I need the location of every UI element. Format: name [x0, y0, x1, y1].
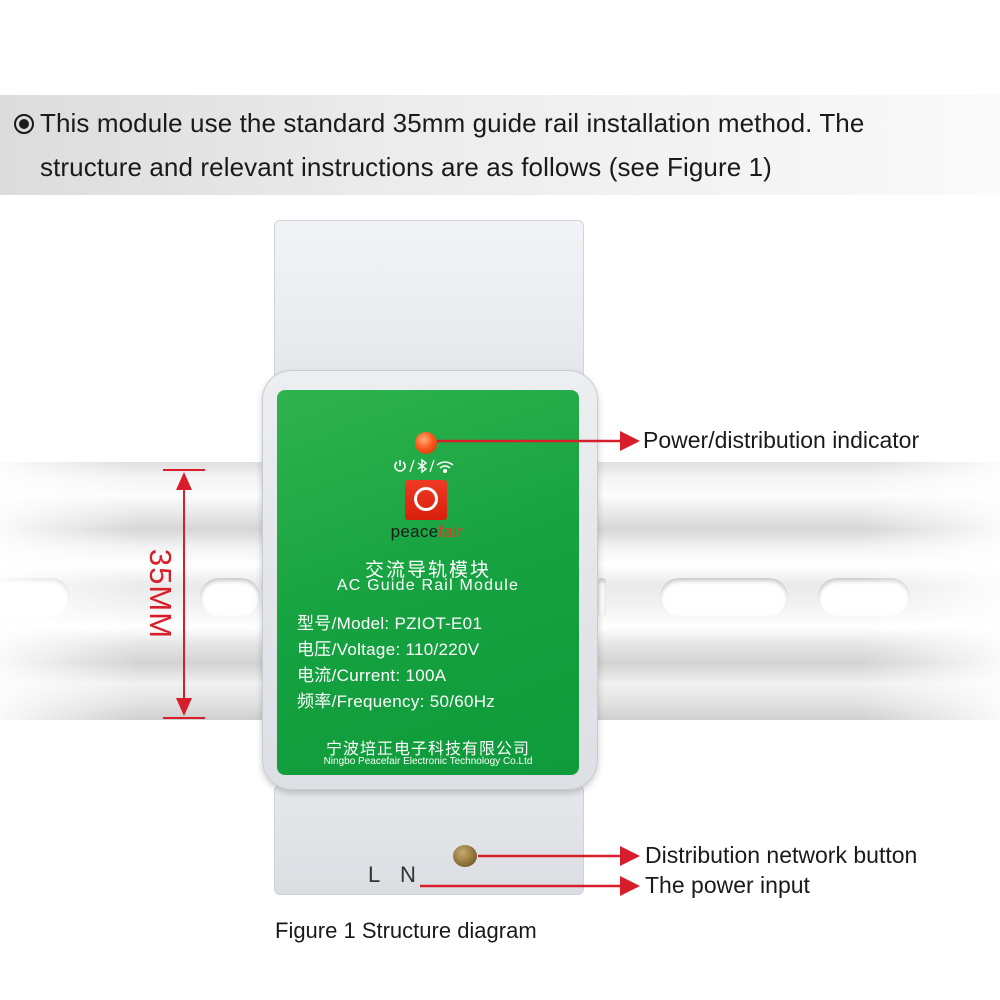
arrow-indicator [437, 431, 640, 451]
annotation-power-input: The power input [645, 872, 810, 898]
instruction-header [0, 95, 1000, 195]
spec-model: 型号/Model: PZIOT-E01 [297, 614, 483, 633]
wifi-icon [436, 461, 454, 474]
bluetooth-icon [417, 458, 428, 474]
annotation-button: Distribution network button [645, 842, 918, 868]
brand-name-part2: fair [438, 522, 464, 541]
company-name-en: Ningbo Peacefair Electronic Technology C… [323, 756, 533, 767]
distribution-network-button[interactable] [453, 845, 477, 867]
bullet-icon [14, 114, 34, 134]
instruction-line-2: structure and relevant instructions are … [40, 152, 772, 182]
annotation-indicator: Power/distribution indicator [643, 427, 920, 453]
module-housing-top [274, 220, 584, 395]
dimension-label-text: 35MM [143, 548, 178, 640]
logo-q-icon [414, 487, 438, 511]
brand-name: peacefair [377, 522, 477, 542]
power-indicator-led [415, 432, 437, 454]
spec-current: 电流/Current: 100A [297, 666, 447, 685]
brand-name-part1: peace [390, 522, 439, 541]
terminal-n-label: N [400, 862, 416, 887]
terminal-l-label: L [368, 862, 381, 887]
arrow-button [478, 846, 640, 866]
instruction-text-1: This module use the standard 35mm guide … [40, 108, 865, 138]
dimension-35mm [163, 469, 205, 719]
figure-caption: Figure 1 Structure diagram [275, 918, 537, 943]
arrow-power-input [420, 876, 640, 896]
status-icons [394, 458, 454, 474]
spec-voltage: 电压/Voltage: 110/220V [297, 640, 480, 659]
instruction-line-1: This module use the standard 35mm guide … [14, 108, 864, 139]
power-icon [394, 460, 406, 472]
module-label-panel [277, 390, 579, 775]
module-title-cn: 交流导轨模块 [364, 560, 491, 581]
company-name-cn: 宁波培正电子科技有限公司 [325, 741, 530, 758]
module-title-en: AC Guide Rail Module [336, 577, 520, 594]
spec-frequency: 频率/Frequency: 50/60Hz [297, 692, 496, 711]
